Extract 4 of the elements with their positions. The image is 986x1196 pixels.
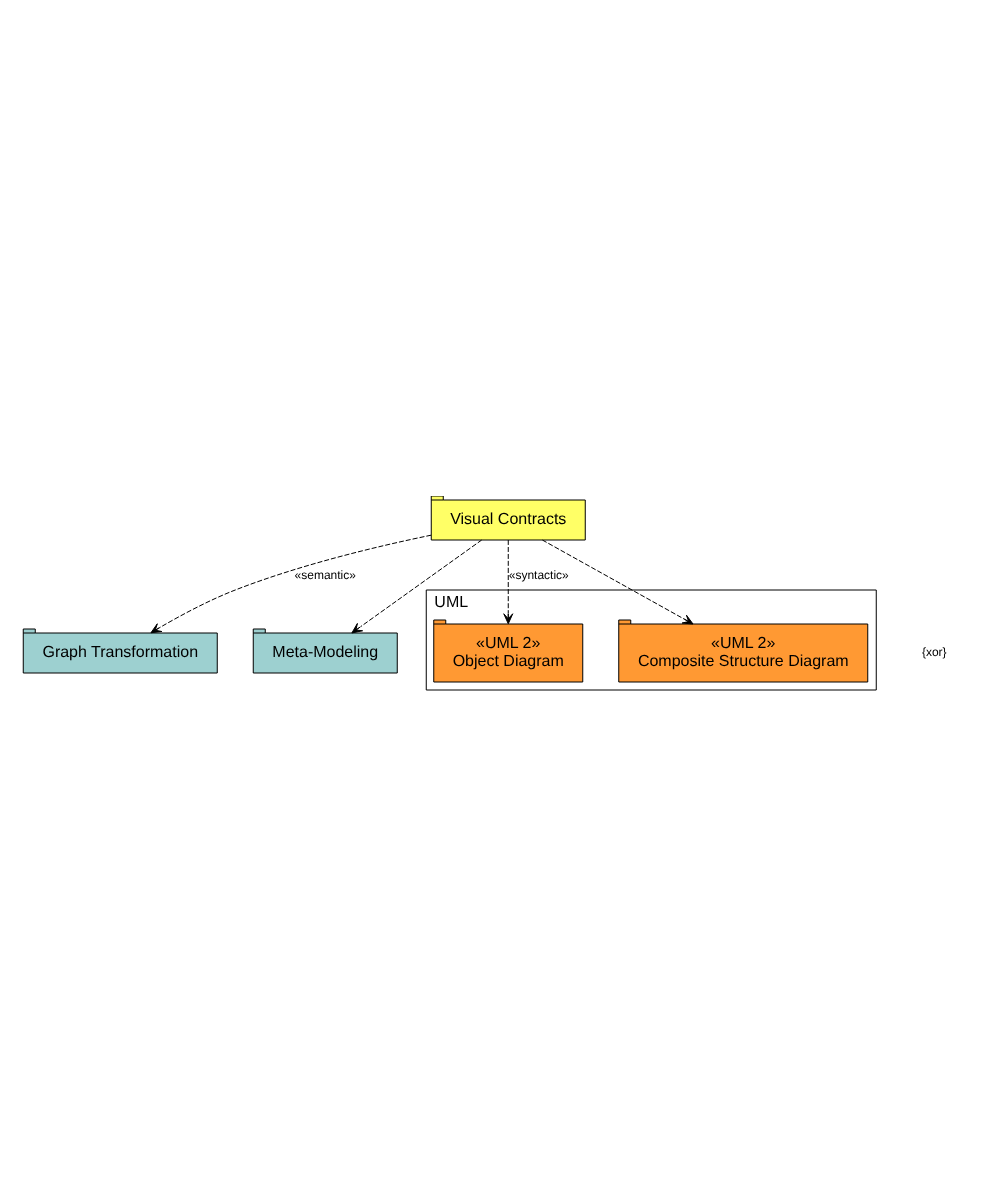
arrow	[540, 538, 693, 624]
arrow	[502, 538, 513, 624]
arrow	[149, 533, 431, 633]
arrow	[350, 538, 482, 633]
